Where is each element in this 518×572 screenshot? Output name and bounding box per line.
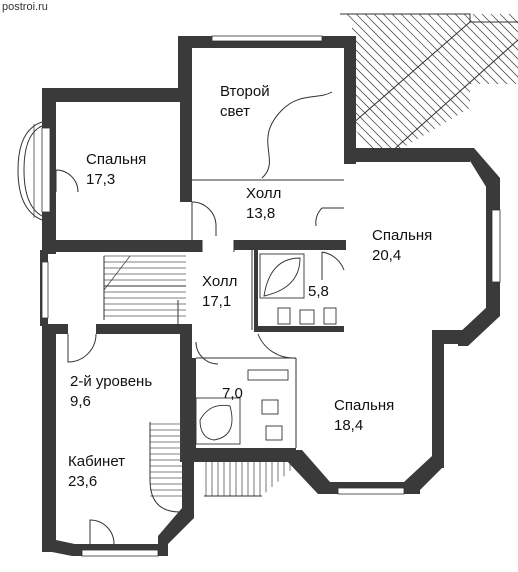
roof-hatch-line <box>508 14 518 160</box>
bay-window <box>17 121 43 221</box>
wall-segment <box>42 240 202 252</box>
roof-hatch-line <box>472 14 518 160</box>
room-name-bedroom-left: Спальня <box>86 151 146 168</box>
roof-outline <box>340 13 518 23</box>
doors <box>55 169 345 545</box>
window <box>211 35 323 42</box>
wall-segment <box>432 330 444 468</box>
door <box>89 519 115 545</box>
roof-hatch-line <box>490 14 518 160</box>
stairs-lower <box>150 423 182 497</box>
room-name-hall-upper: Холл <box>246 185 281 202</box>
wall-corner <box>344 36 356 48</box>
bidet <box>265 425 283 441</box>
room-name-bedroom-lower: Спальня <box>334 397 394 414</box>
wall-segment <box>254 250 258 330</box>
door <box>321 251 345 271</box>
room-area-bedroom-lower: 18,4 <box>334 417 363 434</box>
room-name-second-light-2: свет <box>220 103 250 120</box>
roof-ridge <box>351 21 471 125</box>
room-labels: Второй свет Спальня 17,3 Холл 13,8 Спаль… <box>68 83 432 490</box>
bidet <box>323 307 337 325</box>
bathroom-fixtures <box>195 253 337 445</box>
watermark: postroi.ru <box>2 1 48 13</box>
sink <box>247 369 289 381</box>
door <box>191 201 217 236</box>
wall-bevel <box>286 450 330 494</box>
room-area-bedroom-left: 17,3 <box>86 171 115 188</box>
roof-hatch-line <box>340 14 409 160</box>
window <box>337 487 405 495</box>
wall-bevel <box>462 148 500 190</box>
wall-segment <box>180 88 192 202</box>
bathtub-basin <box>199 404 233 441</box>
second-light-curve <box>261 91 333 179</box>
door <box>195 341 219 365</box>
roof-hatch-line <box>445 14 518 160</box>
door <box>315 207 344 227</box>
room-area-office: 23,6 <box>68 473 97 490</box>
toilet <box>261 399 279 415</box>
toilet <box>277 307 291 325</box>
wall-bevel <box>458 306 500 346</box>
room-area-bedroom-right: 20,4 <box>372 247 401 264</box>
room-name-bedroom-right: Спальня <box>372 227 432 244</box>
wall-segment <box>42 324 56 552</box>
room-area-bath-upper: 5,8 <box>308 283 329 300</box>
interior-lines <box>191 179 344 448</box>
bay-window <box>23 125 43 217</box>
door <box>67 333 97 363</box>
porch-hatch <box>204 462 291 497</box>
window <box>41 127 51 213</box>
wall-segment <box>96 324 192 334</box>
windows <box>41 35 501 557</box>
wall-bevel <box>158 508 194 546</box>
room-name-second-light: Второй <box>220 83 270 100</box>
roof-edge <box>381 39 518 161</box>
wall-segment <box>192 358 196 458</box>
room-area-hall-upper: 13,8 <box>246 205 275 222</box>
stair-arrow <box>103 255 131 291</box>
window <box>41 261 49 319</box>
window <box>81 549 159 557</box>
sink <box>299 309 315 325</box>
roof-hatch-line <box>340 14 418 160</box>
wall-segment <box>42 88 192 102</box>
walls <box>40 36 500 556</box>
wall-segment <box>344 36 356 164</box>
roof-hatch-line <box>340 14 400 160</box>
wall-segment <box>344 148 470 162</box>
wall-corner <box>42 88 58 102</box>
wall-corner <box>178 36 192 48</box>
wall-segment <box>182 456 194 518</box>
room-area-second-level: 9,6 <box>70 393 91 410</box>
room-name-second-level: 2-й уровень <box>70 373 152 390</box>
wall-segment <box>180 334 192 462</box>
roof-hatch-line <box>454 14 518 160</box>
stairs-upper <box>103 255 186 320</box>
wall-segment <box>234 240 346 250</box>
room-area-hall-lower: 17,1 <box>202 293 231 310</box>
room-name-hall-lower: Холл <box>202 273 237 290</box>
room-name-office: Кабинет <box>68 453 125 470</box>
room-area-bath-lower: 7,0 <box>222 385 243 402</box>
wall-segment <box>204 448 296 462</box>
window <box>491 209 501 283</box>
stairs-lower-curve <box>149 422 181 513</box>
wall-segment <box>178 36 192 100</box>
roof-hatch-line <box>463 14 518 160</box>
door <box>257 333 297 359</box>
wall-segment <box>254 326 344 332</box>
roof-hatch-line <box>481 14 518 160</box>
bathtub-basin <box>263 257 301 297</box>
door <box>55 169 79 193</box>
